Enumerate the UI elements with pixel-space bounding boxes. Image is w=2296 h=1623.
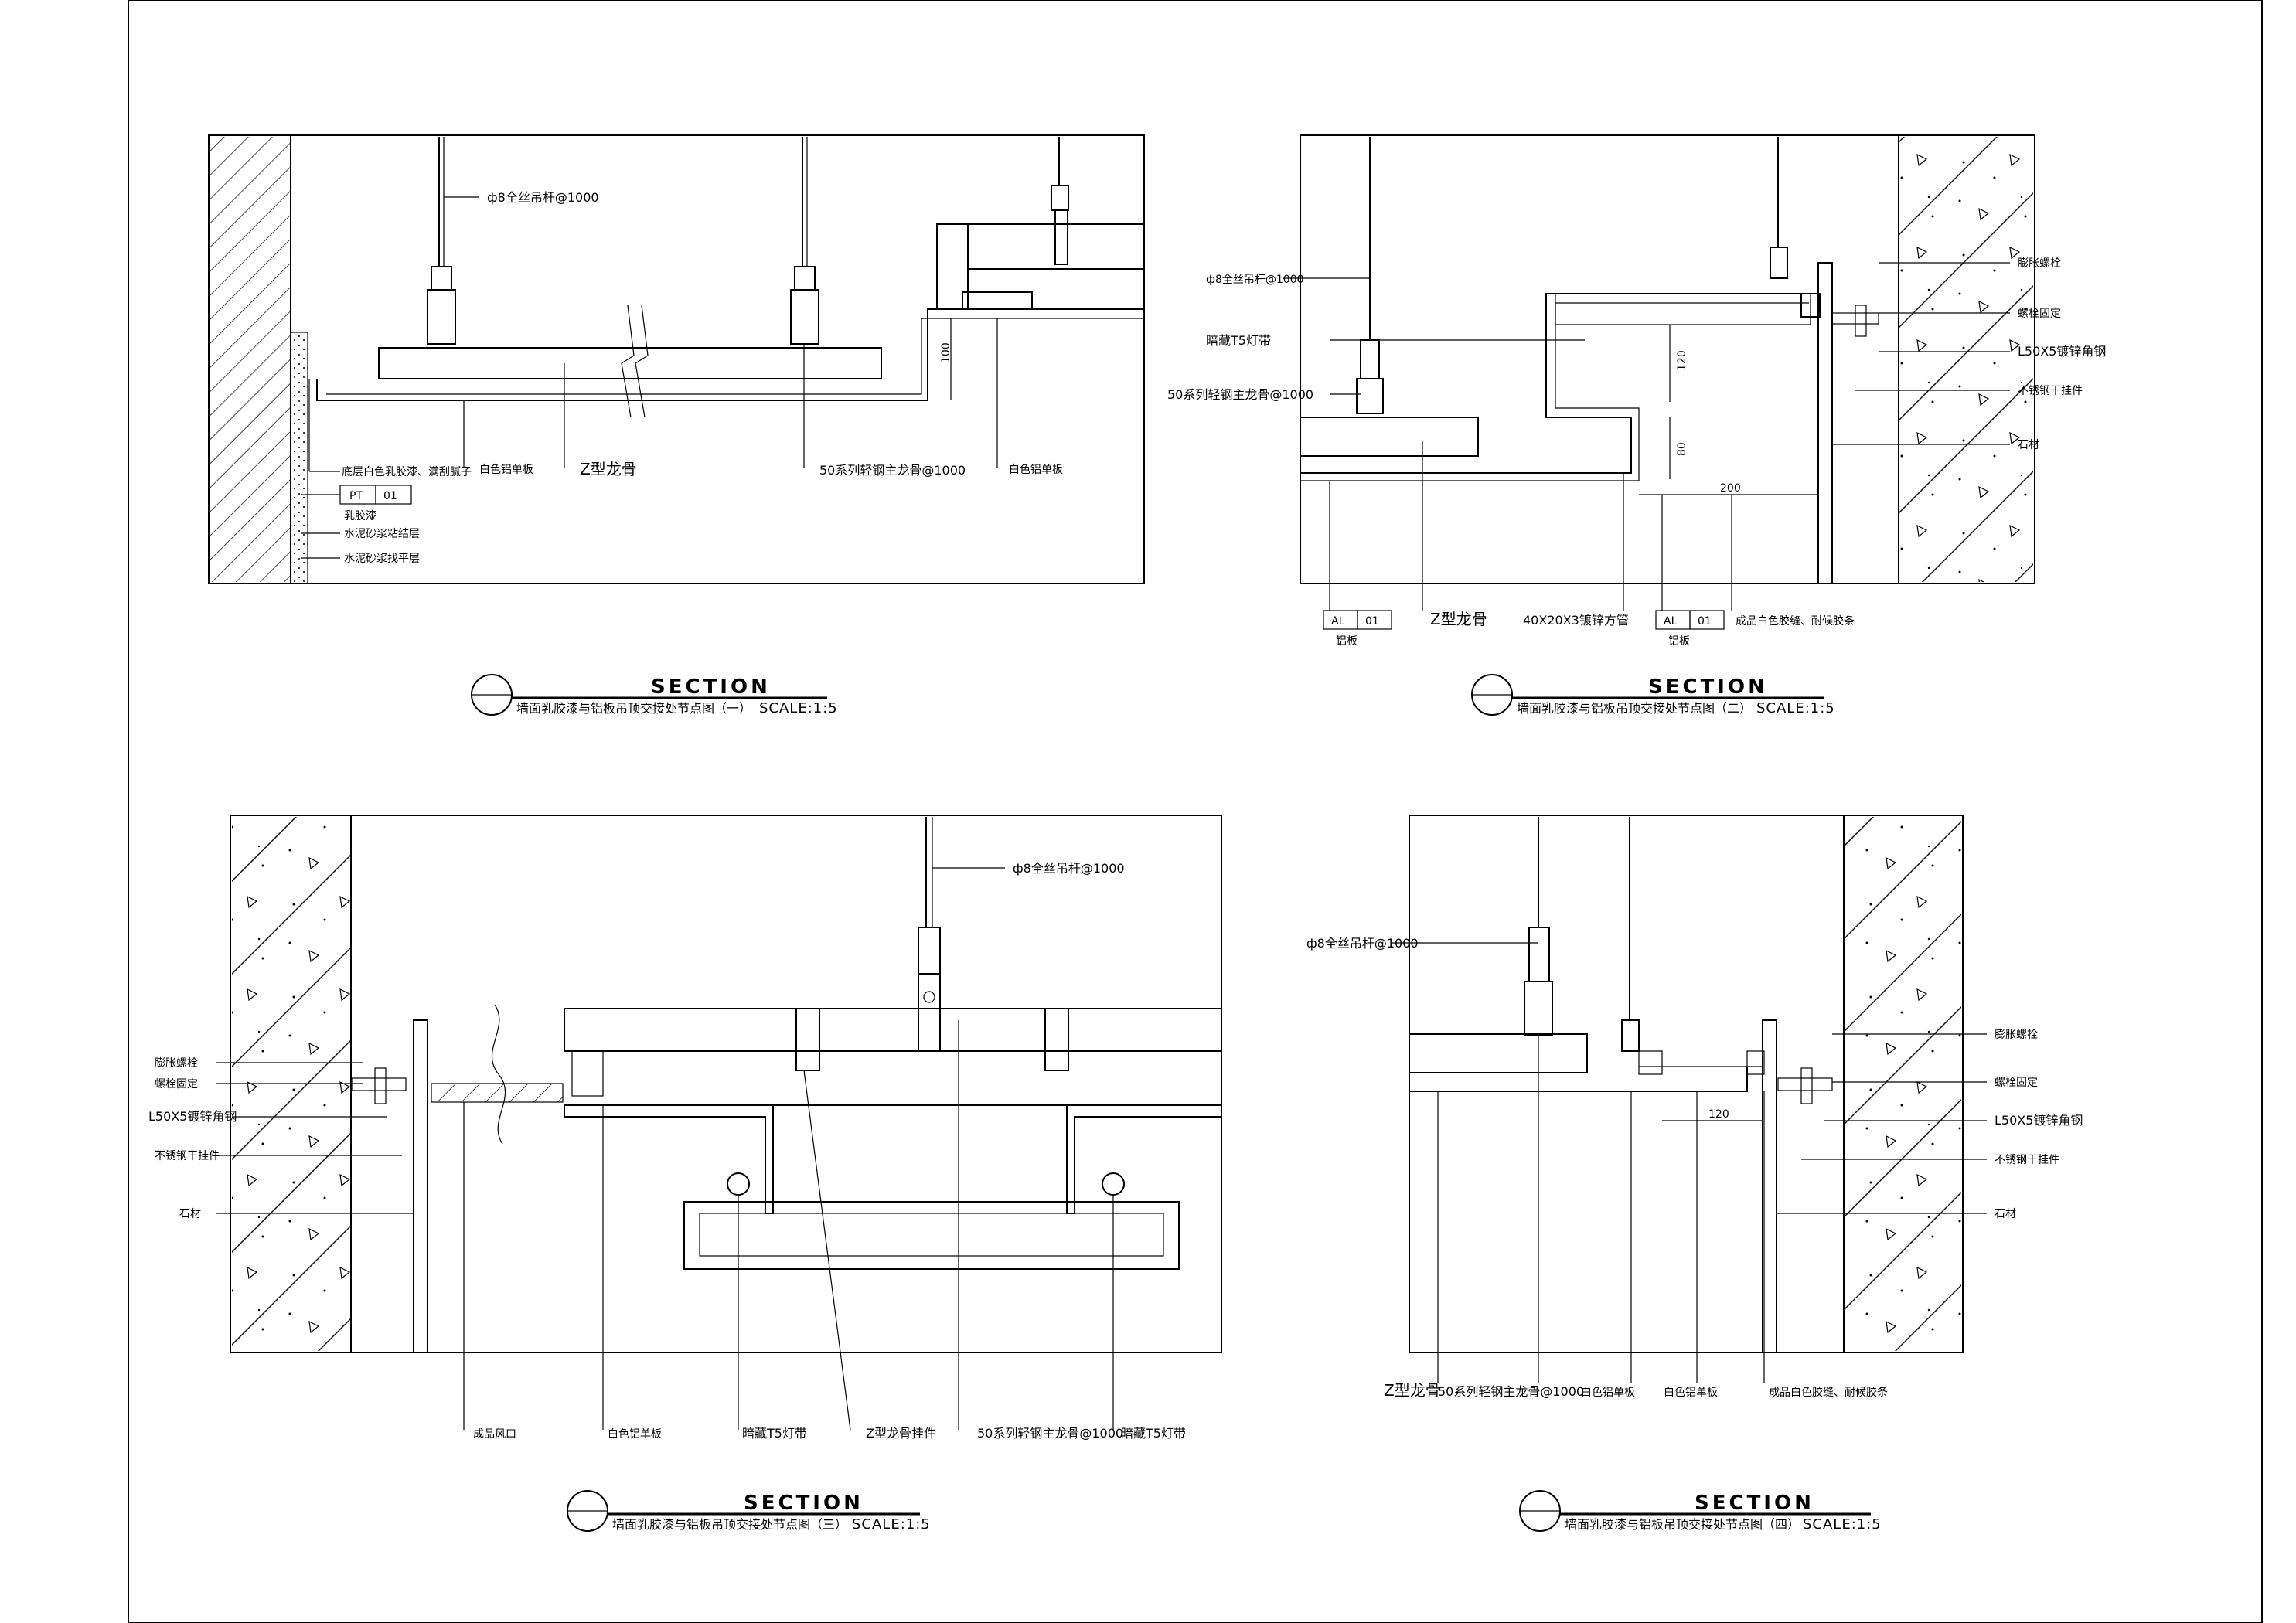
label-led-2: 暗藏T5灯带: [1121, 1426, 1186, 1441]
svg-text:乳胶漆: 乳胶漆: [344, 509, 376, 522]
label-wall-finish: 底层白色乳胶漆、满刮腻子: [342, 465, 472, 478]
dim-200: 200: [1720, 482, 1741, 495]
label-main-keel: 50系列轻钢主龙骨@1000: [819, 463, 966, 478]
label-mortar-base: 水泥砂浆粘结层: [344, 528, 420, 540]
label-aluminum-right: 白色铝单板: [1009, 463, 1063, 476]
label-rod: ф8全丝吊杆@1000: [487, 190, 599, 205]
section-title: SECTION: [1695, 1492, 1814, 1515]
concrete-wall: [1899, 137, 2033, 582]
stone-panel: [413, 1019, 428, 1353]
label-stone: 石材: [2018, 439, 2039, 451]
label-screw: 螺栓固定: [155, 1078, 198, 1091]
stone-panel: [1817, 262, 1833, 584]
label-zkeel: Z型龙骨: [1384, 1381, 1441, 1400]
label-bolt: 膨胀螺栓: [2018, 257, 2061, 270]
drawing-scale: SCALE:1:5: [1756, 700, 1835, 716]
label-bolt: 膨胀螺栓: [155, 1056, 198, 1070]
label-tube: 40X20X3镀锌方管: [1523, 613, 1629, 628]
label-hanger: 不锈钢干挂件: [155, 1150, 220, 1162]
label-hanger: 不锈钢干挂件: [1995, 1154, 2059, 1166]
label-screw: 螺栓固定: [2018, 308, 2061, 320]
section-detail-4: 120 ф8全丝吊杆@1000 膨胀螺栓 螺栓固定 L50X5镀锌角钢 不锈钢干…: [1306, 815, 2083, 1533]
section-title: SECTION: [744, 1492, 864, 1515]
panel-frame: [230, 815, 1222, 1353]
label-al-1: 白色铝单板: [1581, 1386, 1635, 1399]
label-main-keel: 50系列轻钢主龙骨@1000: [1438, 1384, 1584, 1399]
svg-text:PT: PT: [349, 490, 363, 502]
svg-text:01: 01: [1365, 615, 1379, 628]
drawing-title: 墙面乳胶漆与铝板吊顶交接处节点图（一）: [516, 701, 751, 716]
panel-frame: [1300, 134, 2035, 584]
sheet-border: [128, 0, 2263, 1623]
vent: [431, 1083, 564, 1103]
light-trough: [683, 1201, 1180, 1270]
dim-80: 80: [1676, 442, 1688, 456]
label-hanger: 不锈钢干挂件: [2018, 385, 2083, 397]
drawing-scale: SCALE:1:5: [852, 1516, 931, 1533]
label-stone: 石材: [1995, 1208, 2016, 1220]
drawing-scale: SCALE:1:5: [1803, 1516, 1882, 1533]
material-tag: PT 01 乳胶漆: [301, 485, 412, 522]
section-detail-1: 100 ф8全丝吊杆@1000 底层白色乳胶漆、满刮腻子 PT 01 乳胶漆 水…: [208, 134, 1145, 716]
label-stone: 石材: [179, 1208, 201, 1220]
drawing-scale: SCALE:1:5: [759, 700, 838, 716]
label-rod: ф8全丝吊杆@1000: [1013, 861, 1125, 876]
drawing-title: 墙面乳胶漆与铝板吊顶交接处节点图（四）: [1565, 1517, 1800, 1532]
label-angle: L50X5镀锌角钢: [2018, 344, 2106, 359]
label-angle: L50X5镀锌角钢: [1995, 1113, 2083, 1128]
label-screw: 螺栓固定: [1995, 1077, 2038, 1089]
label-aluminum: 白色铝单板: [479, 463, 533, 476]
label-angle: L50X5镀锌角钢: [148, 1109, 237, 1124]
aluminum-panel: [1409, 1033, 1588, 1073]
dim-label: 100: [940, 342, 952, 363]
label-seal: 成品白色胶缝、耐候胶条: [1769, 1386, 1888, 1399]
label-vent: 成品风口: [473, 1428, 516, 1441]
dim-120: 120: [1676, 350, 1688, 371]
label-zkeel: Z型龙骨: [1430, 610, 1487, 628]
section-detail-2: 120 80 200 ф8全丝吊杆@1000 暗藏T5灯带 50系列轻钢主龙骨@…: [1167, 134, 2106, 716]
section-detail-3: ф8全丝吊杆@1000 膨胀螺栓 螺栓固定 L50X5镀锌角钢 不锈钢干挂件 石…: [148, 815, 1222, 1533]
drawing-title: 墙面乳胶漆与铝板吊顶交接处节点图（三）: [612, 1517, 847, 1532]
svg-text:AL: AL: [1331, 615, 1345, 628]
section-title: SECTION: [651, 675, 771, 699]
svg-text:铝板: 铝板: [1668, 635, 1690, 648]
dim-120: 120: [1708, 1108, 1729, 1121]
svg-text:01: 01: [1698, 615, 1712, 628]
label-led: 暗藏T5灯带: [742, 1426, 807, 1441]
label-seal: 成品白色胶缝、耐候胶条: [1736, 614, 1855, 628]
wall-hatch: [210, 137, 291, 582]
material-tag: AL 01 铝板: [1655, 610, 1725, 648]
label-main-keel: 50系列轻钢主龙骨@1000: [1167, 387, 1313, 402]
panel-frame: [208, 134, 1145, 584]
label-mortar-level: 水泥砂浆找平层: [344, 553, 420, 565]
label-led: 暗藏T5灯带: [1206, 333, 1271, 348]
label-al-2: 白色铝单板: [1664, 1386, 1718, 1399]
plaster-layer: [290, 332, 308, 584]
label-zkeel: Z型龙骨挂件: [866, 1426, 936, 1441]
label-aluminum: 白色铝单板: [608, 1427, 662, 1441]
aluminum-panel: [378, 347, 882, 379]
label-main-keel: 50系列轻钢主龙骨@1000: [977, 1426, 1123, 1441]
material-tag: AL 01 铝板: [1323, 610, 1392, 648]
label-rod: ф8全丝吊杆@1000: [1306, 936, 1419, 951]
section-title: SECTION: [1648, 675, 1768, 699]
svg-text:AL: AL: [1664, 615, 1678, 628]
svg-text:铝板: 铝板: [1336, 635, 1358, 648]
svg-text:01: 01: [383, 490, 397, 502]
stone-panel: [1762, 1019, 1777, 1353]
panel-frame: [1409, 815, 1964, 1353]
label-rod: ф8全丝吊杆@1000: [1206, 273, 1304, 286]
label-zkeel: Z型龙骨: [580, 460, 637, 478]
label-bolt: 膨胀螺栓: [1995, 1028, 2038, 1041]
drawing-title: 墙面乳胶漆与铝板吊顶交接处节点图（二）: [1517, 701, 1752, 716]
concrete-wall: [1844, 817, 1961, 1351]
